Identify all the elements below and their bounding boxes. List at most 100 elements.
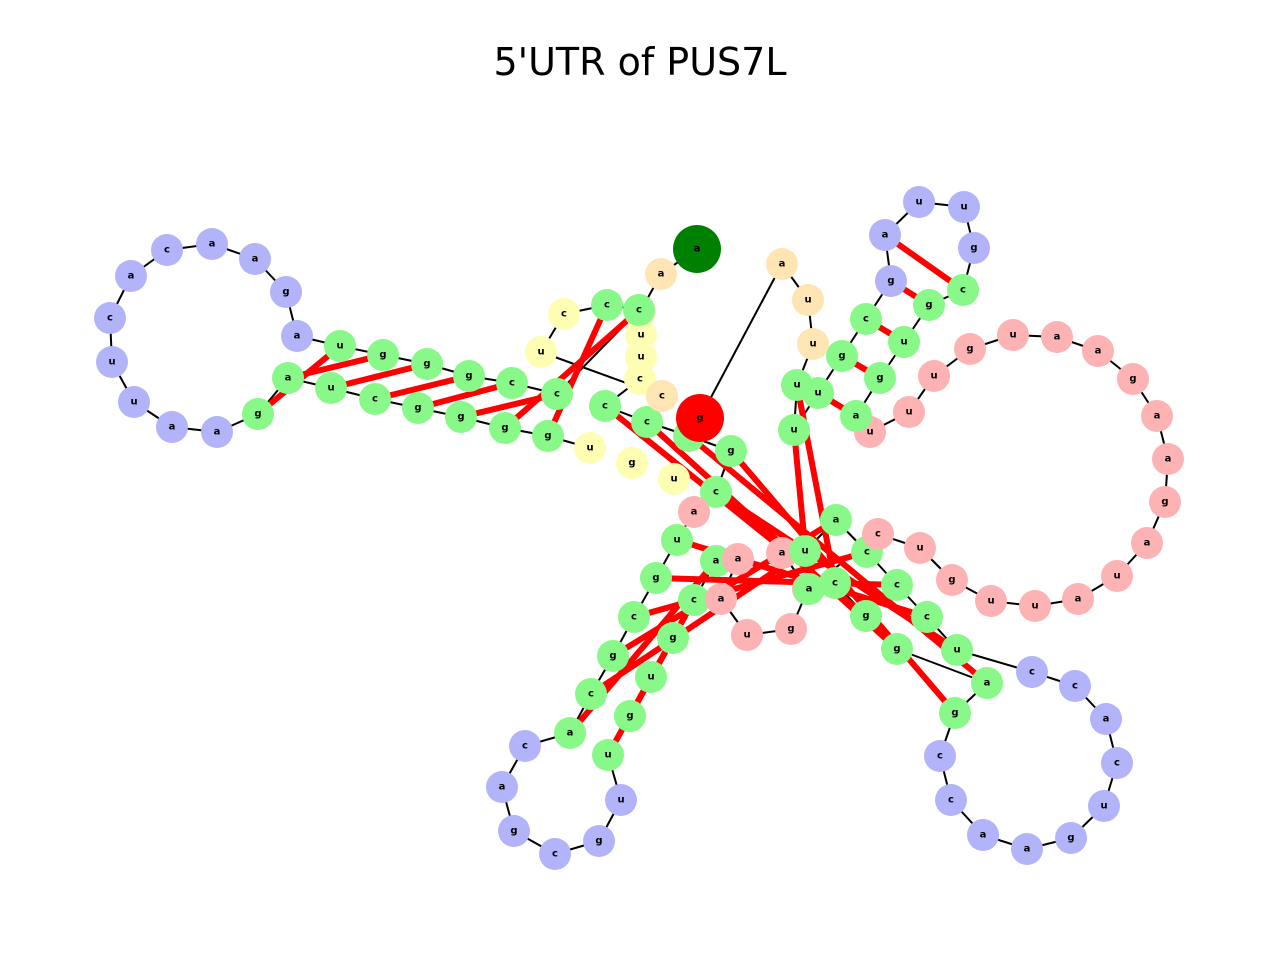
nucleotide-interior-loop: u [997, 319, 1029, 351]
nucleotide-label: a [499, 782, 506, 793]
nucleotide-circle [589, 390, 621, 422]
nucleotide-stem: a [272, 362, 304, 394]
nucleotide-hairpin-loop: u [903, 186, 935, 218]
nucleotide-stem: g [445, 401, 477, 433]
nucleotide-multiloop: u [658, 463, 690, 495]
nucleotide-stem: u [315, 372, 347, 404]
nucleotide-circle [616, 447, 648, 479]
nucleotide-hairpin-loop: c [539, 838, 571, 870]
nucleotide-hairpin-loop: g [270, 276, 302, 308]
nucleotide-label: g [465, 371, 472, 382]
nucleotide-interior-loop: g [936, 564, 968, 596]
nucleotide-stem: u [661, 524, 693, 556]
nucleotide-nodes: aauuuccccgcaugcgcacagcguugugcaaaugaauacc… [94, 186, 1184, 870]
nucleotide-hairpin-loop: a [486, 771, 518, 803]
nucleotide-hairpin-loop: g [1055, 822, 1087, 854]
nucleotide-stem: g [913, 289, 945, 321]
nucleotide-interior-loop: a [766, 537, 798, 569]
nucleotide-label: a [567, 728, 574, 739]
nucleotide-label: c [937, 751, 943, 762]
nucleotide-label: c [588, 689, 594, 700]
nucleotide-label: c [522, 741, 528, 752]
nucleotide-interior-loop: u [1101, 560, 1133, 592]
nucleotide-label: c [602, 401, 608, 412]
nucleotide-label: c [631, 612, 637, 623]
nucleotide-circle [1101, 560, 1133, 592]
nucleotide-stem: c [623, 294, 655, 326]
nucleotide-circle [793, 573, 825, 605]
diagram-title: 5'UTR of PUS7L [493, 40, 787, 84]
nucleotide-circle [975, 585, 1007, 617]
nucleotide-circle [893, 396, 925, 428]
nucleotide-circle [657, 622, 689, 654]
nucleotide-stem: g [826, 340, 858, 372]
nucleotide-circle [722, 543, 754, 575]
nucleotide-circle [954, 333, 986, 365]
nucleotide-stem: g [864, 362, 896, 394]
nucleotide-circle [498, 815, 530, 847]
nucleotide-hairpin-loop: u [1088, 790, 1120, 822]
nucleotide-hairpin-loop: c [509, 730, 541, 762]
nucleotide-circle [935, 784, 967, 816]
nucleotide-circle [239, 243, 271, 275]
nucleotide-label: a [735, 554, 742, 565]
nucleotide-label: u [1100, 801, 1107, 812]
backbone-link [896, 648, 988, 684]
nucleotide-circle [911, 601, 943, 633]
nucleotide-stem: c [496, 367, 528, 399]
nucleotide-circle [941, 634, 973, 666]
nucleotide-hairpin-loop: u [605, 784, 637, 816]
nucleotide-hairpin-loop: u [96, 346, 128, 378]
nucleotide-circle [272, 362, 304, 394]
nucleotide-unpaired: u [797, 328, 829, 360]
nucleotide-hairpin-loop: a [156, 411, 188, 443]
nucleotide-stem: c [541, 378, 573, 410]
nucleotide-label: a [833, 515, 840, 526]
nucleotide-label: u [637, 352, 644, 363]
nucleotide-label: u [637, 330, 644, 341]
nucleotide-label: a [853, 411, 860, 422]
nucleotide-circle [359, 383, 391, 415]
nucleotide-circle [631, 406, 663, 438]
nucleotide-circle [118, 386, 150, 418]
nucleotide-circle [402, 392, 434, 424]
nucleotide-circle [525, 336, 557, 368]
nucleotide-label: a [1024, 844, 1031, 855]
nucleotide-circle [869, 219, 901, 251]
nucleotide-interior-loop: a [1062, 583, 1094, 615]
nucleotide-label: a [294, 331, 301, 342]
nucleotide-circle [971, 667, 1003, 699]
nucleotide-hairpin-loop: c [94, 302, 126, 334]
base-pair-line [655, 575, 898, 588]
nucleotide-circle [1041, 321, 1073, 353]
nucleotide-circle [918, 360, 950, 392]
nucleotide-circle [94, 302, 126, 334]
nucleotide-interior-loop: g [954, 333, 986, 365]
nucleotide-stem: g [453, 360, 485, 392]
nucleotide-circle [658, 463, 690, 495]
nucleotide-circle [797, 328, 829, 360]
nucleotide-hairpin-loop: g [875, 265, 907, 297]
nucleotide-stem: u [592, 739, 624, 771]
nucleotide-stem: u [789, 535, 821, 567]
nucleotide-circle [673, 225, 721, 273]
nucleotide-interior-loop: g [775, 613, 807, 645]
nucleotide-label: u [586, 443, 593, 454]
nucleotide-stem: u [888, 326, 920, 358]
nucleotide-label: g [876, 373, 883, 384]
nucleotide-label: u [814, 388, 821, 399]
nucleotide-circle [881, 633, 913, 665]
nucleotide-stem: g [850, 600, 882, 632]
nucleotide-circle [661, 524, 693, 556]
nucleotide-interior-loop: c [862, 518, 894, 550]
nucleotide-hairpin-loop: a [196, 228, 228, 260]
nucleotide-circle [958, 232, 990, 264]
nucleotide-label: g [501, 423, 508, 434]
nucleotide-label: c [107, 313, 113, 324]
nucleotide-label: a [713, 556, 720, 567]
nucleotide-circle [315, 372, 347, 404]
nucleotide-label: a [882, 230, 889, 241]
nucleotide-circle [1011, 833, 1043, 865]
nucleotide-label: u [900, 337, 907, 348]
nucleotide-label: g [727, 446, 734, 457]
